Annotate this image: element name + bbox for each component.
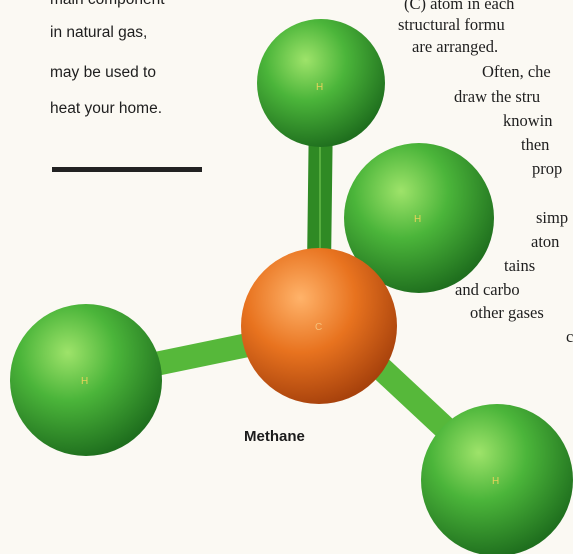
sidebar-line-4: heat your home. bbox=[50, 100, 163, 117]
hydrogen-atom-top bbox=[257, 19, 385, 147]
hydrogen-atom-right bbox=[344, 143, 494, 293]
hydrogen-top-label: H bbox=[316, 82, 323, 93]
sidebar-divider bbox=[52, 167, 202, 172]
hydrogen-atom-bottom bbox=[421, 404, 573, 554]
hydrogen-bottom-label: H bbox=[492, 476, 499, 487]
body-line-9: simp bbox=[536, 208, 569, 227]
sidebar-line-1: main component bbox=[50, 0, 210, 9]
carbon-label: C bbox=[315, 322, 322, 333]
hydrogen-atom-left bbox=[10, 304, 162, 456]
body-line-13: other gases bbox=[470, 303, 544, 322]
body-line-14: c bbox=[566, 327, 573, 346]
body-line-8: prop bbox=[532, 159, 563, 178]
body-line-6: knowin bbox=[503, 111, 553, 130]
body-line-1: (C) atom in each bbox=[404, 0, 515, 13]
body-line-2: structural formu bbox=[398, 15, 505, 34]
sidebar-line-2: in natural gas, bbox=[50, 24, 148, 41]
sidebar-line-3: may be used to bbox=[50, 64, 156, 81]
body-line-4: Often, che bbox=[482, 62, 551, 81]
hydrogen-right-label: H bbox=[414, 214, 421, 225]
figure-caption: Methane bbox=[244, 428, 305, 445]
body-line-12: and carbo bbox=[455, 280, 520, 299]
hydrogen-left-label: H bbox=[81, 376, 88, 387]
body-line-10: aton bbox=[531, 232, 560, 251]
carbon-atom bbox=[241, 248, 397, 404]
body-line-5: draw the stru bbox=[454, 87, 541, 106]
body-line-7: then bbox=[521, 135, 550, 154]
body-line-3: are arranged. bbox=[412, 37, 499, 56]
body-line-11: tains bbox=[504, 256, 536, 275]
